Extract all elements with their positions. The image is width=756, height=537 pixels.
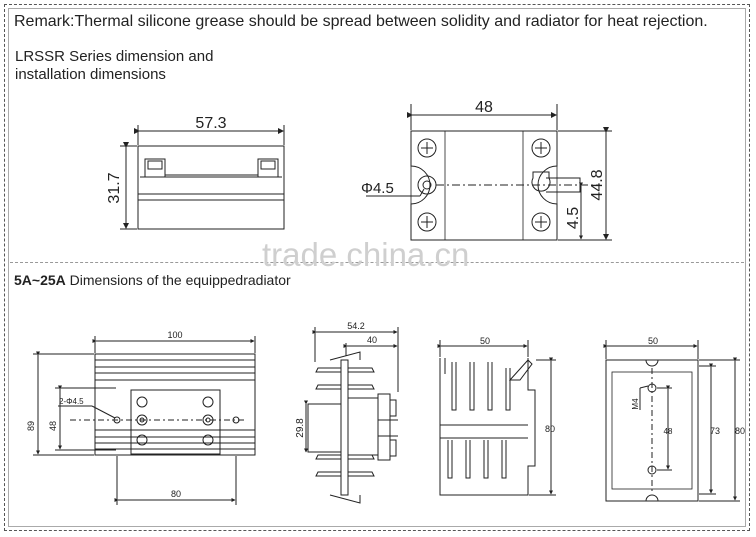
radiator-side-profile — [304, 327, 399, 504]
dim-50-a: 50 — [480, 336, 490, 346]
ssr-top-view — [366, 104, 612, 241]
dim-31-7: 31.7 — [106, 172, 123, 203]
dim-80-a: 80 — [545, 424, 555, 434]
dim-80-bottom: 80 — [171, 489, 181, 499]
watermark: trade.china.cn — [262, 236, 470, 273]
remark-text: Remark:Thermal silicone grease should be… — [14, 13, 708, 30]
dim-73: 73 — [710, 426, 720, 436]
dim-44-8: 44.8 — [589, 169, 606, 200]
subtitle-line-2: installation dimensions — [15, 66, 166, 83]
dim-48-top: 48 — [475, 99, 493, 116]
section-title-bold: 5A~25A — [14, 272, 66, 288]
radiator-top-view — [33, 336, 256, 505]
dim-48-b: 48 — [664, 427, 673, 436]
radiator-end-profile — [437, 340, 556, 496]
ssr-side-view — [120, 125, 285, 230]
radiator-back-view — [603, 340, 740, 502]
outer-border — [4, 4, 750, 531]
dim-48-left: 48 — [48, 421, 58, 431]
section-title-rest: Dimensions of the equippedradiator — [65, 272, 291, 288]
dim-4-5: 4.5 — [565, 207, 582, 229]
section-title: 5A~25A Dimensions of the equippedradiato… — [14, 272, 291, 288]
dim-phi-4-5: Φ4.5 — [361, 180, 394, 197]
inner-border — [8, 8, 746, 527]
dim-80-b: 80 — [735, 426, 745, 436]
dim-54-2: 54.2 — [347, 321, 365, 331]
section-divider — [10, 262, 744, 263]
dim-2-phi-4-5: 2-Φ4.5 — [59, 397, 84, 406]
dim-29-8: 29.8 — [295, 418, 306, 438]
dim-57-3: 57.3 — [195, 115, 226, 132]
dim-50-b: 50 — [648, 336, 658, 346]
subtitle-line-1: LRSSR Series dimension and — [15, 48, 214, 65]
dim-40: 40 — [367, 335, 377, 345]
dim-m4: M4 — [631, 398, 640, 410]
dim-89: 89 — [26, 421, 36, 431]
dim-100: 100 — [167, 330, 182, 340]
